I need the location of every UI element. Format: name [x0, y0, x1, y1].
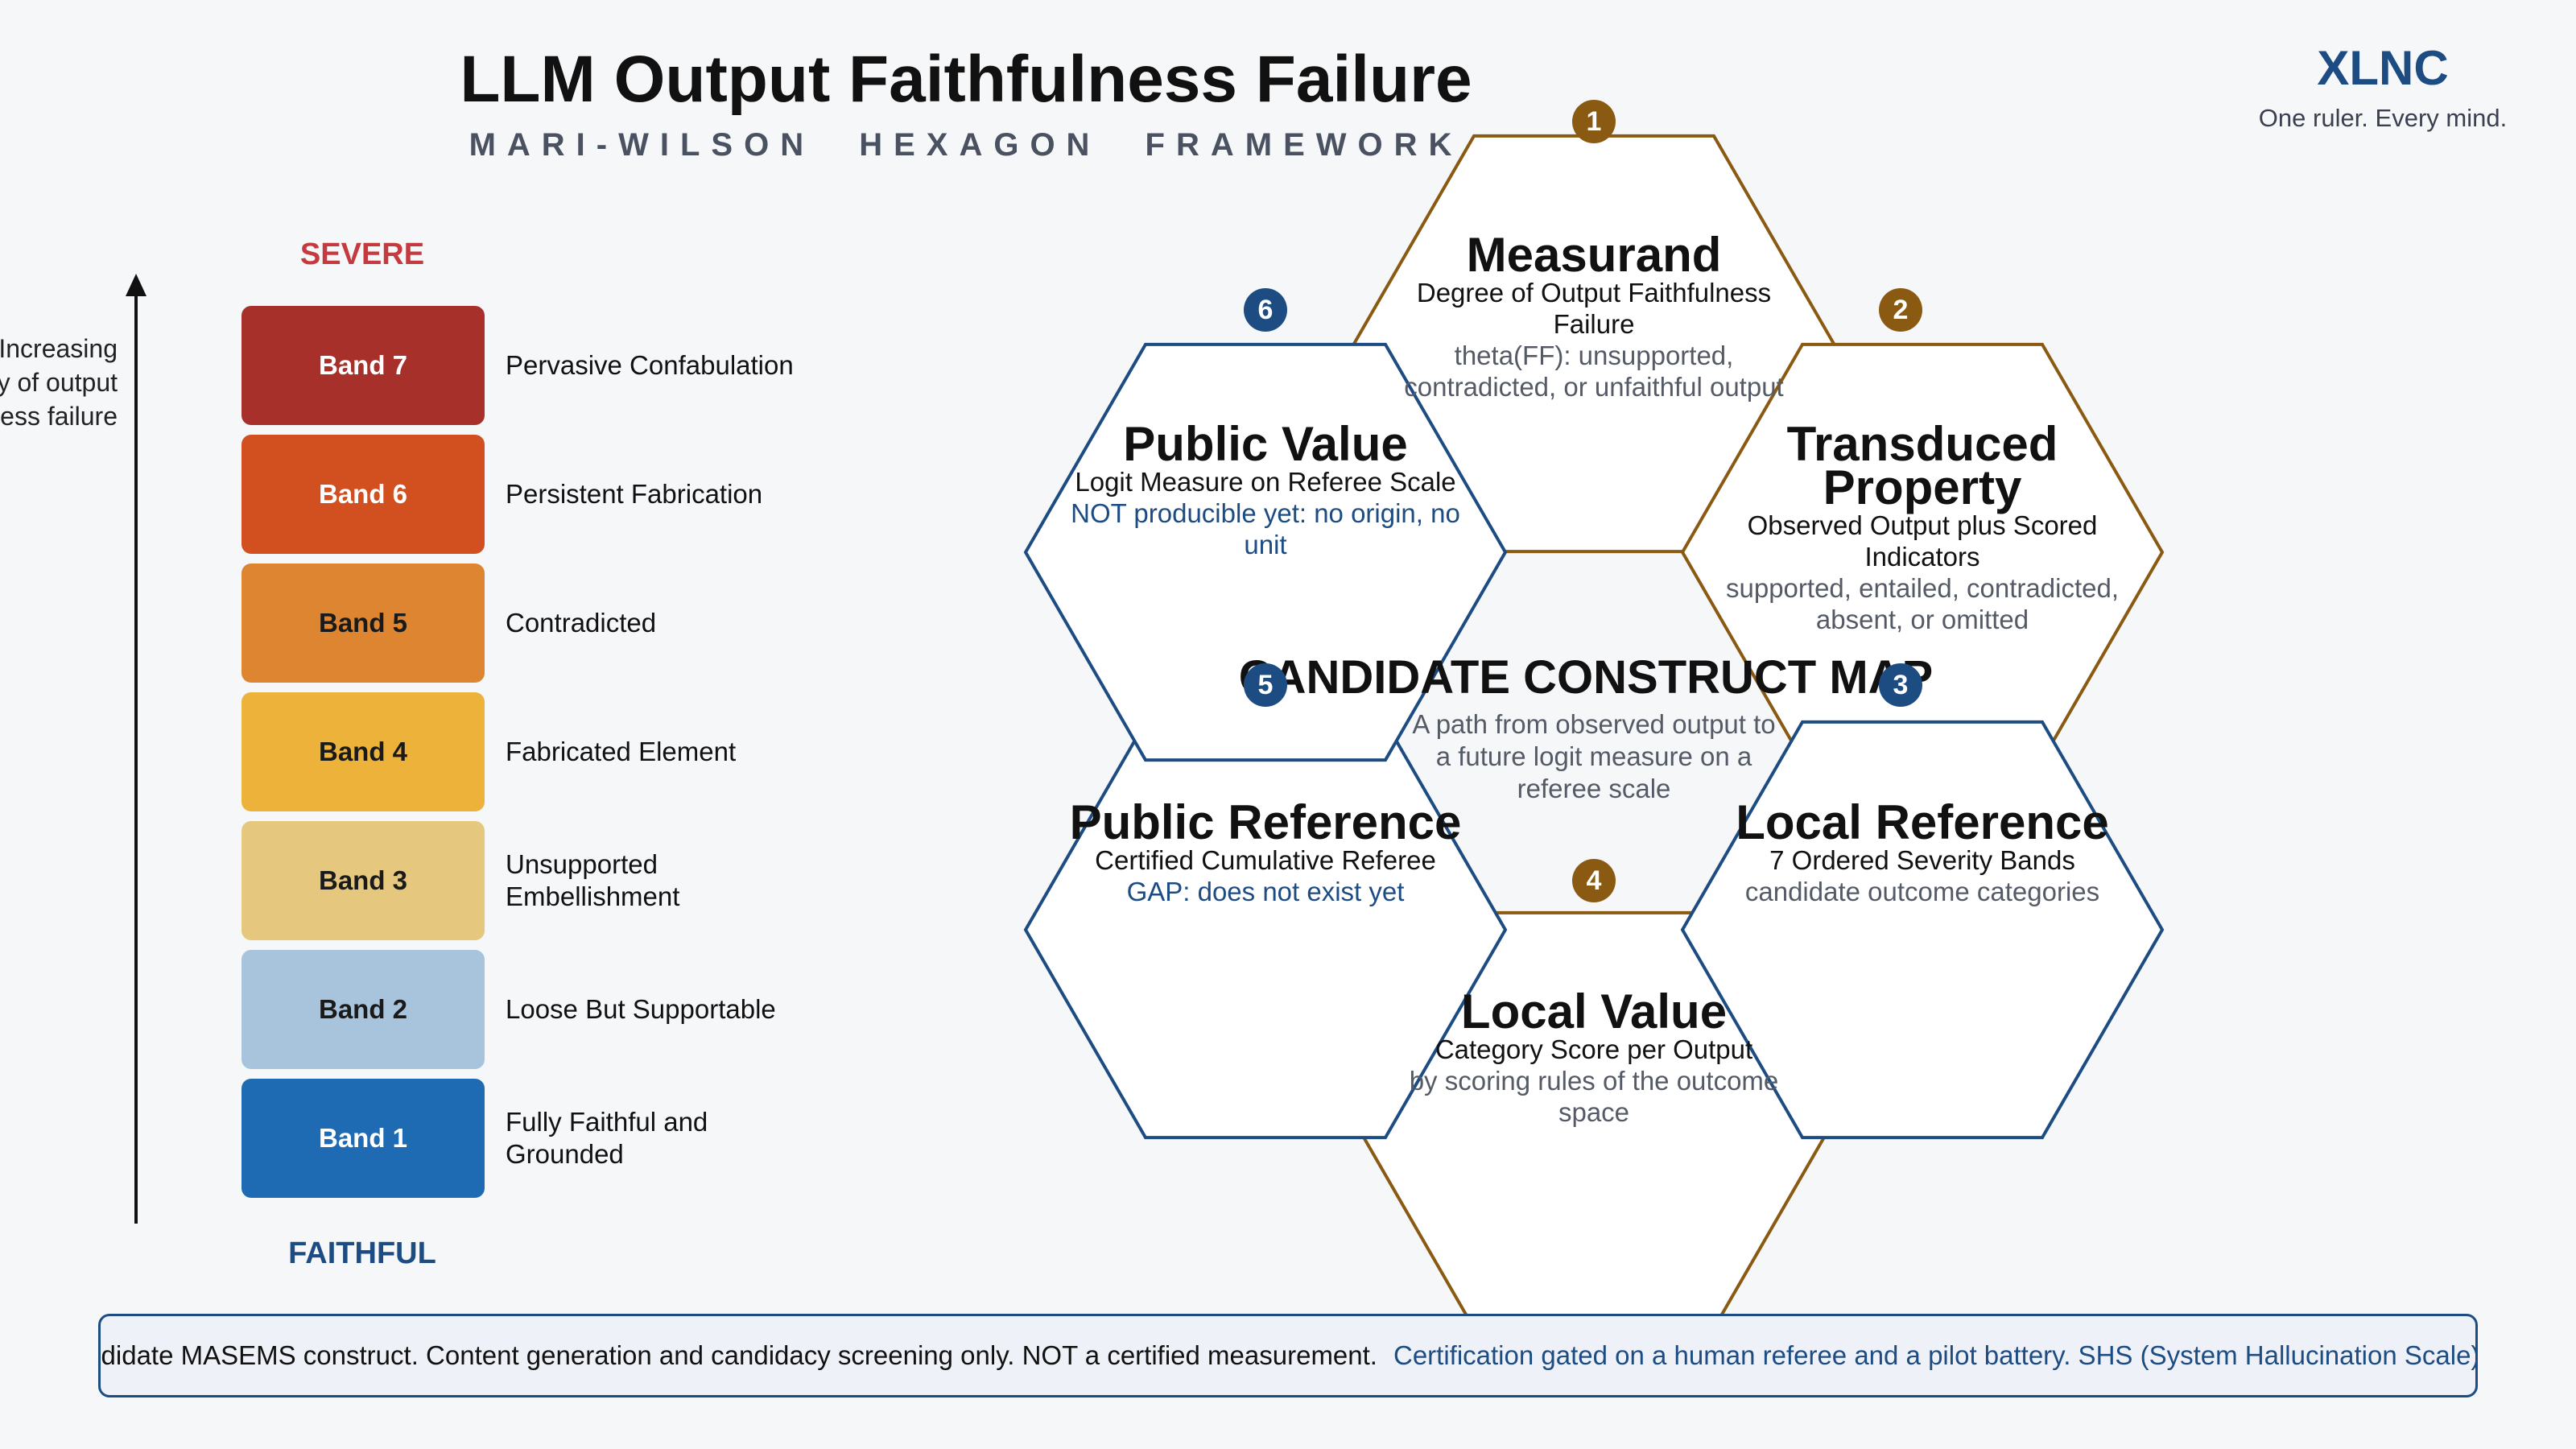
band-1-block: Band 1 [242, 1079, 485, 1198]
center-subtitle: A path from observed output to a future … [1412, 709, 1776, 803]
page-subtitle: MARI-WILSON HEXAGON FRAMEWORK [469, 127, 1463, 163]
node-number-badge-1: 1 [1572, 100, 1616, 143]
node-note: supported, entailed, contradicted, absen… [1726, 573, 2119, 634]
arrow-up-icon [126, 274, 147, 296]
severe-label: SEVERE [299, 237, 425, 271]
node-number-badge-4: 4 [1572, 859, 1616, 902]
node-heading: Local Reference [1736, 795, 2109, 849]
band-2-description: Loose But Supportable [506, 994, 776, 1024]
axis-label: Increasing severity of output faithfulne… [0, 334, 118, 431]
severity-axis-line [134, 290, 138, 1224]
node-number-badge-3: 3 [1879, 663, 1922, 707]
hexagon-node-6 [1023, 342, 1508, 762]
band-6-description: Persistent Fabrication [506, 479, 763, 509]
band-3-description: Unsupported Embellishment [506, 849, 680, 911]
node-heading: Measurand [1466, 228, 1722, 282]
band-5-description: Contradicted [506, 608, 657, 638]
node-description: Certified Cumulative Referee [1095, 845, 1436, 875]
node-heading: Public Value [1123, 417, 1408, 471]
node-number-badge-5: 5 [1244, 663, 1287, 707]
node-number-badge-2: 2 [1879, 288, 1922, 332]
node-heading: Local Value [1460, 985, 1728, 1038]
band-1-description: Fully Faithful and Grounded [506, 1107, 708, 1169]
brand: XLNC One ruler. Every mind. [2238, 40, 2528, 133]
brand-name: XLNC [2317, 41, 2449, 95]
node-description: Degree of Output Faithfulness Failure [1416, 278, 1772, 339]
band-3-block: Band 3 [242, 821, 485, 940]
band-2-block: Band 2 [242, 950, 485, 1069]
band-5-block: Band 5 [242, 564, 485, 683]
node-description: Logit Measure on Referee Scale [1075, 467, 1456, 497]
node-note: candidate outcome categories [1744, 877, 2100, 906]
node-number-badge-6: 6 [1244, 288, 1287, 332]
node-note: by scoring rules of the outcome space [1409, 1066, 1779, 1127]
faithful-label: FAITHFUL [288, 1236, 436, 1270]
node-note: GAP: does not exist yet [1126, 877, 1405, 906]
footer-text-primary: Candidate MASEMS construct. Content gene… [98, 1340, 1377, 1370]
band-4-block: Band 4 [242, 692, 485, 811]
node-note: NOT producible yet: no origin, no unit [1071, 498, 1460, 559]
page-title: LLM Output Faithfulness Failure [460, 43, 1472, 116]
footer-disclaimer: Candidate MASEMS construct. Content gene… [98, 1314, 2478, 1397]
node-heading: Transduced Property [1786, 417, 2058, 514]
node-description: 7 Ordered Severity Bands [1769, 845, 2075, 875]
node-description: Observed Output plus Scored Indicators [1747, 510, 2098, 572]
hexagon-node-3 [1680, 720, 2165, 1140]
band-7-block: Band 7 [242, 306, 485, 425]
band-4-description: Fabricated Element [506, 737, 737, 766]
node-description: Category Score per Output [1435, 1034, 1753, 1064]
node-note: theta(FF): unsupported, contradicted, or… [1404, 341, 1784, 402]
node-heading: Public Reference [1069, 795, 1462, 849]
center-title: CANDIDATE CONSTRUCT MAP [1238, 651, 1934, 704]
brand-tagline: One ruler. Every mind. [2258, 104, 2508, 132]
band-7-description: Pervasive Confabulation [506, 350, 794, 380]
footer-text-secondary: Certification gated on a human referee a… [1393, 1340, 2478, 1370]
band-6-block: Band 6 [242, 435, 485, 554]
